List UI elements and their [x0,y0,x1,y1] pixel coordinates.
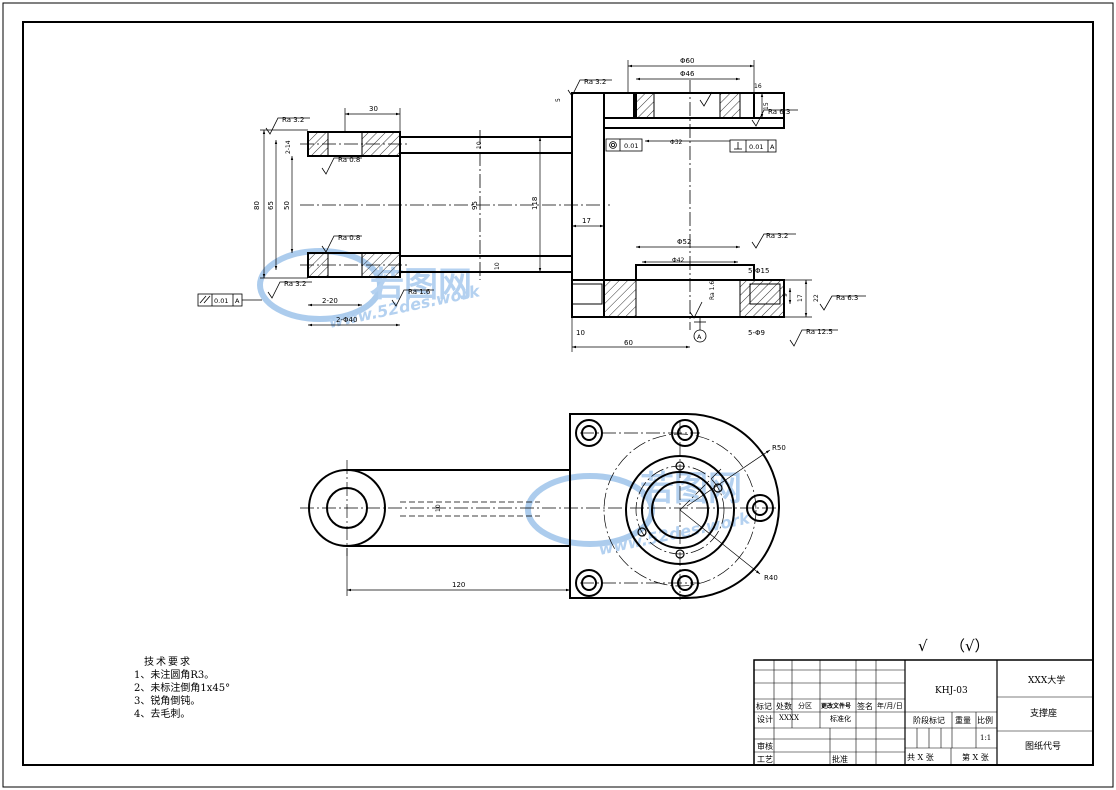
tolerance-text: 0.01 A 0.01 0.01 A A [214,142,775,341]
tb-part-name: 支撑座 [1030,709,1058,719]
top-view-dim-text: 120 R50 R40 10 [435,444,786,589]
dim-30: 30 [369,105,378,113]
tb-weight: 重量 [955,716,971,725]
ra-32-upper: Ra 3.2 [282,116,304,124]
inner-border [22,21,1094,766]
ra-63-top: Ra 6.3 [768,108,790,116]
finish-marks: √ （√） [918,637,990,655]
ra-08-upper: Ra 0.8 [338,156,360,164]
dim-10-bottom: 10 [576,329,585,337]
top-view-dimensions [346,449,771,598]
tb-drawing-no: KHJ-03 [935,686,968,696]
dim-2-14: 2-14 [285,140,292,154]
plate-outline [569,413,780,599]
tb-mark: 标记 [756,702,772,711]
tech-item-1: 1、未注圆角R3。 [134,670,215,681]
tb-code: 图纸代号 [1025,742,1062,752]
tol-perpendicular: 0.01 [749,143,763,151]
dim-16: 16 [754,83,762,90]
finish-check: √ [918,637,928,655]
tech-item-4: 4、去毛刺。 [134,709,191,720]
tb-school: XXX大学 [1028,676,1066,686]
dim-phi42: Φ42 [672,257,685,264]
dim-118: 118 [531,197,539,210]
tol-parallel-datum: A [235,297,240,305]
dim-r40: R40 [764,574,778,582]
dim-120: 120 [452,581,465,589]
dim-phi32: Φ32 [670,139,683,146]
dim-15: 15 [763,102,770,110]
dim-10-top: 10 [435,504,442,512]
tb-approve: 批准 [832,755,848,764]
dim-65: 65 [267,201,275,210]
tol-parallel: 0.01 [214,297,228,305]
tech-item-3: 3、锐角倒钝。 [134,696,201,707]
tb-standard: 标准化 [830,715,851,723]
tb-count: 处数 [776,702,792,711]
dim-5: 5 [555,98,562,102]
dim-2-phi40: 2-Φ40 [336,316,357,324]
roughness-labels: Ra 3.2 Ra 0.8 Ra 0.8 Ra 3.2 Ra 1.6 Ra 3.… [282,78,858,336]
ra-125: Ra 12.5 [806,328,833,336]
dim-phi52: Φ52 [677,238,691,246]
dim-r50: R50 [772,444,786,452]
dim-phi60: Φ60 [680,57,694,65]
front-view-dim-text: 30 80 65 50 2-14 10 95 118 17 10 2-20 2-… [253,57,820,347]
tol-concentric: 0.01 [624,142,638,150]
title-block [753,659,1094,766]
ra-32-bore: Ra 3.2 [766,232,788,240]
ra-32-lower: Ra 3.2 [284,280,306,288]
tech-item-2: 2、未标注倒角1x45° [134,683,231,694]
dim-10-upper: 10 [476,141,483,149]
dim-2-20: 2-20 [322,297,338,305]
top-view [300,413,780,600]
dim-17-right: 17 [797,294,804,302]
tech-title: 技术要求 [144,657,192,668]
tb-zone: 分区 [798,702,812,710]
dim-5-phi15: 5-Φ15 [748,267,769,275]
watermark-cn-right: 若图网 [640,469,742,509]
tb-sign: 签名 [857,702,873,711]
tb-designer: XXXX [779,714,799,722]
dim-10-lower: 10 [494,262,501,270]
ra-32-top: Ra 3.2 [584,78,606,86]
tb-sheet-no: 第 X 张 [962,753,989,762]
ra-63-bottom: Ra 6.3 [836,294,858,302]
tb-date: 年/月/日 [877,702,903,710]
tolerance-frames [197,138,777,343]
dim-phi46: Φ46 [680,70,695,78]
tech-requirements: 技术要求 1、未注圆角R3。 2、未标注倒角1x45° 3、锐角倒钝。 4、去毛… [134,656,230,721]
tb-review: 审核 [757,742,773,751]
dim-9: 9 [782,293,789,297]
dim-95: 95 [471,201,479,210]
tb-sheets-total: 共 X 张 [907,753,934,762]
finish-paren-check: （√） [950,637,990,655]
front-view [300,80,785,330]
dim-50: 50 [283,201,291,210]
ra-16-bore: Ra 1.6 [709,281,716,300]
tb-scale: 比例 [977,716,993,725]
dim-80: 80 [253,201,261,210]
dim-17: 17 [582,217,591,225]
dim-5-phi9: 5-Φ9 [748,329,765,337]
dim-22: 22 [813,294,820,302]
tb-stage: 阶段标记 [913,716,945,725]
tb-design: 设计 [757,715,773,724]
tb-process: 工艺 [757,755,773,764]
ra-16-arm: Ra 1.6 [408,288,431,296]
dim-60: 60 [624,339,633,347]
front-view-dimensions [260,60,812,352]
tb-change: 更改文件号 [821,703,852,710]
roughness-marks [265,79,866,347]
tb-scale-value: 1:1 [980,734,992,742]
datum-a: A [697,333,702,341]
ra-08-lower: Ra 0.8 [338,234,360,242]
tol-perpendicular-datum: A [770,143,775,151]
